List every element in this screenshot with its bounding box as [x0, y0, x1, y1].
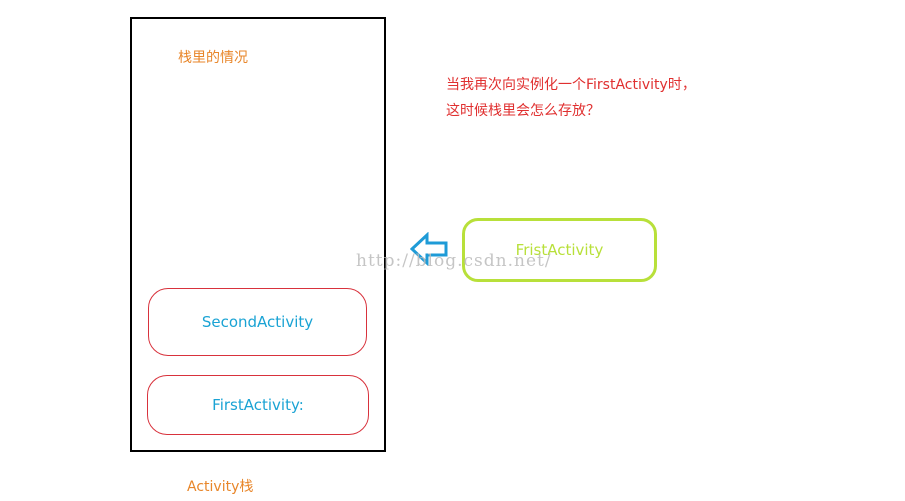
stack-item-first-activity: FirstActivity:: [147, 375, 369, 435]
stack-item-label: SecondActivity: [201, 313, 314, 331]
question-line-1: 当我再次向实例化一个FirstActivity时，: [446, 77, 696, 93]
arrow-left-icon: [410, 232, 448, 266]
stack-title: 栈里的情况: [178, 50, 248, 66]
question-text: 当我再次向实例化一个FirstActivity时， 这时候栈里会怎么存放？: [446, 72, 696, 124]
stack-item-second-activity: SecondActivity: [148, 288, 367, 356]
incoming-activity-label: FristActivity: [515, 241, 604, 259]
incoming-activity: FristActivity: [462, 218, 657, 282]
watermark: http://blog.csdn.net/: [356, 251, 552, 271]
stack-label: Activity栈: [187, 479, 254, 495]
stack-item-label: FirstActivity:: [212, 396, 304, 414]
question-line-2: 这时候栈里会怎么存放？: [446, 103, 600, 119]
activity-stack-container: [130, 17, 386, 452]
